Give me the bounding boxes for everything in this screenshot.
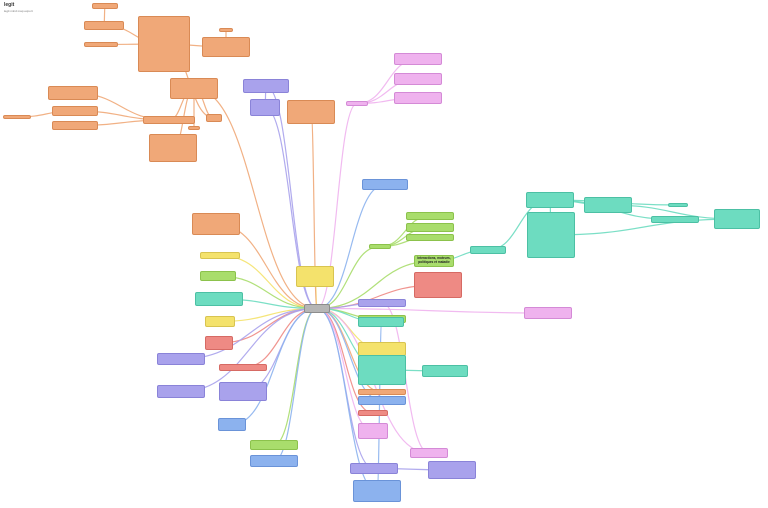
connector-root-r3 bbox=[242, 307, 318, 369]
topic-node-r2[interactable] bbox=[205, 336, 233, 350]
topic-node-pk7[interactable] bbox=[410, 448, 448, 458]
topic-node-o9[interactable] bbox=[52, 121, 98, 130]
topic-node-o8[interactable] bbox=[52, 106, 98, 116]
page-title: legit bbox=[4, 2, 15, 8]
page-header: legit legit mind map export bbox=[4, 2, 33, 13]
topic-node-t1[interactable] bbox=[470, 246, 506, 254]
topic-node-b1[interactable] bbox=[362, 179, 408, 190]
topic-node-o14[interactable] bbox=[149, 134, 197, 162]
root-topic-node[interactable] bbox=[304, 304, 330, 313]
topic-node-o7[interactable] bbox=[48, 86, 98, 100]
topic-node-r1[interactable] bbox=[414, 272, 462, 298]
connector-root-g7 bbox=[273, 307, 318, 446]
topic-node-pk2[interactable] bbox=[394, 73, 442, 85]
connector-t3-t7 bbox=[550, 218, 738, 236]
topic-node-g5[interactable]: Interactions, moteurs, politiques et mal… bbox=[414, 255, 454, 267]
topic-node-o1[interactable] bbox=[92, 3, 118, 9]
topic-node-o3[interactable] bbox=[138, 16, 190, 72]
topic-node-g4[interactable] bbox=[369, 244, 391, 249]
topic-node-g2[interactable] bbox=[406, 223, 454, 232]
topic-node-p5[interactable] bbox=[219, 382, 267, 401]
topic-node-p1[interactable] bbox=[243, 79, 289, 93]
topic-node-t9[interactable] bbox=[358, 317, 404, 327]
topic-node-text: Interactions, moteurs, politiques et mal… bbox=[417, 256, 451, 264]
topic-node-pk5[interactable] bbox=[524, 307, 572, 319]
topic-node-r4[interactable] bbox=[358, 410, 388, 416]
topic-node-p6[interactable] bbox=[358, 299, 406, 307]
topic-node-b2[interactable] bbox=[218, 418, 246, 431]
topic-node-pk3[interactable] bbox=[394, 92, 442, 104]
topic-node-o10[interactable] bbox=[3, 115, 31, 119]
topic-node-o11[interactable] bbox=[170, 78, 218, 99]
topic-node-o12[interactable] bbox=[143, 116, 195, 124]
topic-node-o5[interactable] bbox=[202, 37, 250, 57]
topic-node-b3[interactable] bbox=[250, 455, 298, 467]
topic-node-b5[interactable] bbox=[353, 480, 401, 502]
topic-node-p2[interactable] bbox=[250, 99, 280, 116]
topic-node-g6[interactable] bbox=[200, 271, 236, 281]
topic-node-o18[interactable] bbox=[358, 389, 406, 395]
topic-node-o4[interactable] bbox=[84, 42, 118, 47]
topic-node-r3[interactable] bbox=[219, 364, 267, 371]
connector-root-p4 bbox=[180, 307, 318, 393]
topic-node-o16[interactable] bbox=[287, 100, 335, 124]
topic-node-t5[interactable] bbox=[668, 203, 688, 207]
connector-root-p5 bbox=[242, 307, 318, 393]
topic-node-t3[interactable] bbox=[527, 212, 575, 258]
topic-node-t11[interactable] bbox=[422, 365, 468, 377]
page-subtitle: legit mind map export bbox=[4, 9, 33, 13]
topic-node-t8[interactable] bbox=[195, 292, 243, 306]
topic-node-p7[interactable] bbox=[350, 463, 398, 474]
topic-node-p8[interactable] bbox=[428, 461, 476, 479]
topic-node-o2[interactable] bbox=[84, 21, 124, 30]
topic-node-t7[interactable] bbox=[714, 209, 760, 229]
topic-node-y4[interactable] bbox=[358, 342, 406, 356]
topic-node-y2[interactable] bbox=[200, 252, 240, 259]
topic-node-t10[interactable] bbox=[358, 355, 406, 385]
topic-node-o17[interactable] bbox=[192, 213, 240, 235]
topic-node-pk4[interactable] bbox=[346, 101, 368, 106]
topic-node-b4[interactable] bbox=[358, 396, 406, 405]
topic-node-p4[interactable] bbox=[157, 385, 205, 398]
topic-node-t4[interactable] bbox=[584, 197, 632, 213]
connector-root-b3 bbox=[273, 307, 318, 462]
topic-node-p3[interactable] bbox=[157, 353, 205, 365]
topic-node-t2[interactable] bbox=[526, 192, 574, 208]
topic-node-g1[interactable] bbox=[406, 212, 454, 220]
topic-node-o15[interactable] bbox=[188, 126, 200, 130]
topic-node-g7[interactable] bbox=[250, 440, 298, 450]
topic-node-pk1[interactable] bbox=[394, 53, 442, 65]
topic-node-y3[interactable] bbox=[205, 316, 235, 327]
connector-root-p3 bbox=[180, 307, 318, 360]
topic-node-g3[interactable] bbox=[406, 234, 454, 241]
topic-node-t6[interactable] bbox=[651, 216, 699, 223]
topic-node-o13[interactable] bbox=[206, 114, 222, 122]
topic-node-o6[interactable] bbox=[219, 28, 233, 32]
connector-root-pk5 bbox=[316, 307, 549, 314]
topic-node-pk6[interactable] bbox=[358, 423, 388, 439]
topic-node-y1[interactable] bbox=[296, 266, 334, 287]
